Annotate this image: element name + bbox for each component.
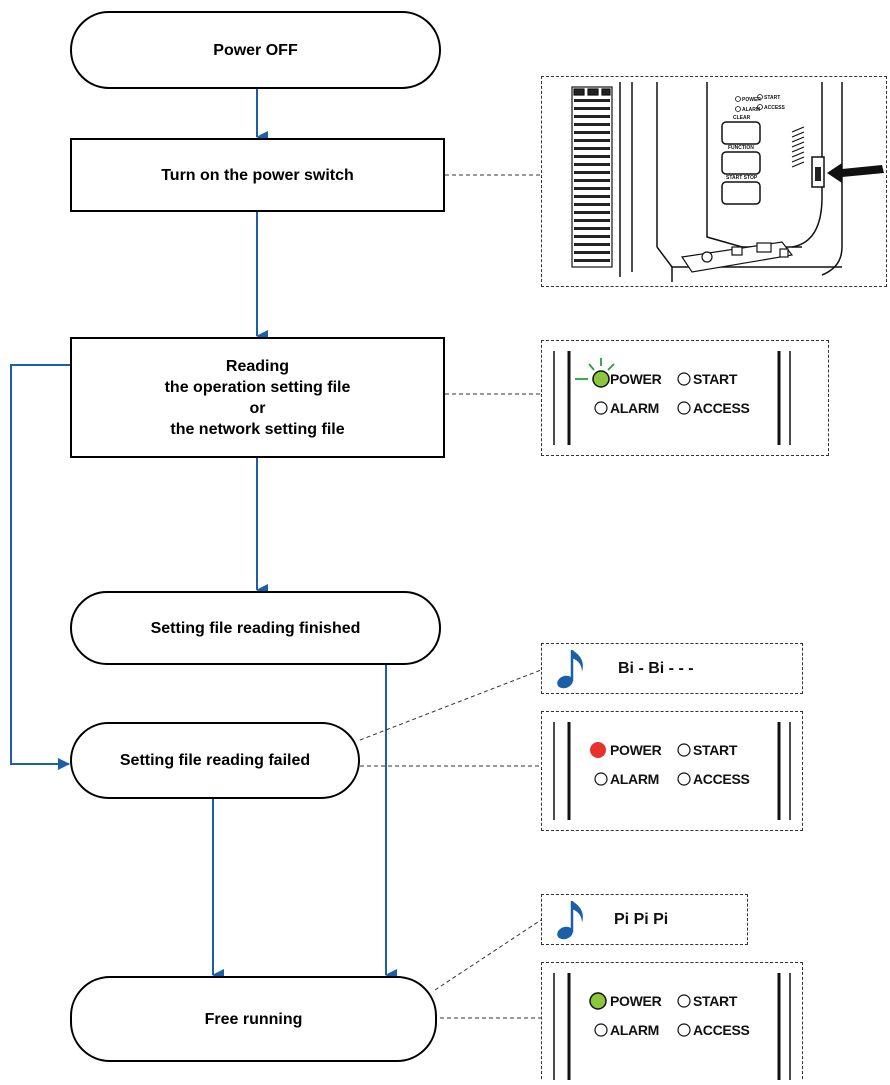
device-ports bbox=[680, 241, 794, 273]
device-led-labels: POWER START ALARM ACCESS bbox=[735, 94, 786, 113]
node-finished: Setting file reading finished bbox=[70, 591, 441, 665]
led-panel-reading: POWER START ALARM ACCESS bbox=[541, 340, 829, 456]
device-body bbox=[619, 82, 843, 282]
led-label-power: POWER bbox=[610, 371, 662, 387]
device-illustration: CLEAR FUNCTION START STOP POWER START AL… bbox=[571, 82, 884, 282]
node-reading: Reading the operation setting file or th… bbox=[70, 337, 445, 458]
led-label-access: ACCESS bbox=[693, 1022, 750, 1038]
sound-fail-label: Bi - Bi - - - bbox=[618, 660, 694, 677]
music-note-icon bbox=[557, 901, 583, 940]
device-illustration-panel: CLEAR FUNCTION START STOP POWER START AL… bbox=[541, 76, 887, 287]
device-label-start: START bbox=[764, 95, 780, 101]
led-indicator-icon bbox=[589, 992, 607, 1010]
node-free-running: Free running bbox=[70, 976, 437, 1062]
terminal-rows bbox=[574, 99, 610, 262]
led-label-access: ACCESS bbox=[693, 400, 750, 416]
node-finished-label: Setting file reading finished bbox=[150, 619, 361, 637]
leader-failed-sound bbox=[359, 669, 542, 741]
device-label-access: ACCESS bbox=[764, 105, 786, 111]
led-label-power: POWER bbox=[610, 742, 662, 758]
node-turn-on-power: Turn on the power switch bbox=[70, 138, 445, 212]
node-failed: Setting file reading failed bbox=[70, 722, 360, 799]
node-turn-on-label: Turn on the power switch bbox=[161, 166, 354, 184]
blink-rays bbox=[575, 358, 615, 380]
device-label-start-stop: START STOP bbox=[726, 175, 758, 181]
led-panel-fail-graphic: POWER START ALARM ACCESS bbox=[553, 722, 791, 820]
led-panel-free-running: POWER START ALARM ACCESS bbox=[541, 962, 803, 1080]
led-panel-reading-graphic: POWER START ALARM ACCESS bbox=[553, 351, 791, 445]
led-panel-fail: POWER START ALARM ACCESS bbox=[541, 711, 803, 831]
music-note-icon bbox=[557, 650, 583, 689]
led-label-start: START bbox=[693, 993, 738, 1009]
led-indicator-icon bbox=[590, 742, 606, 758]
device-label-function: FUNCTION bbox=[728, 145, 754, 151]
node-failed-label: Setting file reading failed bbox=[119, 752, 311, 769]
device-button-labels: CLEAR FUNCTION START STOP bbox=[726, 115, 758, 181]
node-power-off: Power OFF bbox=[70, 11, 441, 89]
device-label-power: POWER bbox=[742, 97, 761, 103]
led-label-power: POWER bbox=[610, 993, 662, 1009]
power-switch-arrow-icon bbox=[827, 163, 884, 183]
led-panel-free-running-graphic: POWER START ALARM ACCESS bbox=[553, 973, 791, 1080]
node-power-off-label: Power OFF bbox=[213, 41, 298, 59]
led-label-access: ACCESS bbox=[693, 771, 750, 787]
sound-success-label: Pi Pi Pi bbox=[614, 911, 669, 928]
led-label-alarm: ALARM bbox=[610, 771, 659, 787]
device-label-alarm: ALARM bbox=[742, 107, 760, 113]
sound-panel-fail: Bi - Bi - - - bbox=[541, 643, 803, 694]
device-vents bbox=[791, 126, 805, 168]
led-indicator-icon bbox=[592, 370, 610, 388]
led-label-alarm: ALARM bbox=[610, 1022, 659, 1038]
led-label-start: START bbox=[693, 742, 738, 758]
node-reading-label: Reading the operation setting file or th… bbox=[164, 357, 351, 438]
led-label-alarm: ALARM bbox=[610, 400, 659, 416]
terminal-block bbox=[571, 86, 613, 268]
node-free-running-label: Free running bbox=[204, 1010, 303, 1028]
leader-free-sound bbox=[434, 919, 542, 991]
sound-panel-success: Pi Pi Pi bbox=[541, 894, 748, 945]
device-buttons bbox=[721, 121, 761, 205]
arrow-reading-to-failed bbox=[10, 364, 70, 770]
led-label-start: START bbox=[693, 371, 738, 387]
device-label-clear: CLEAR bbox=[733, 115, 751, 121]
